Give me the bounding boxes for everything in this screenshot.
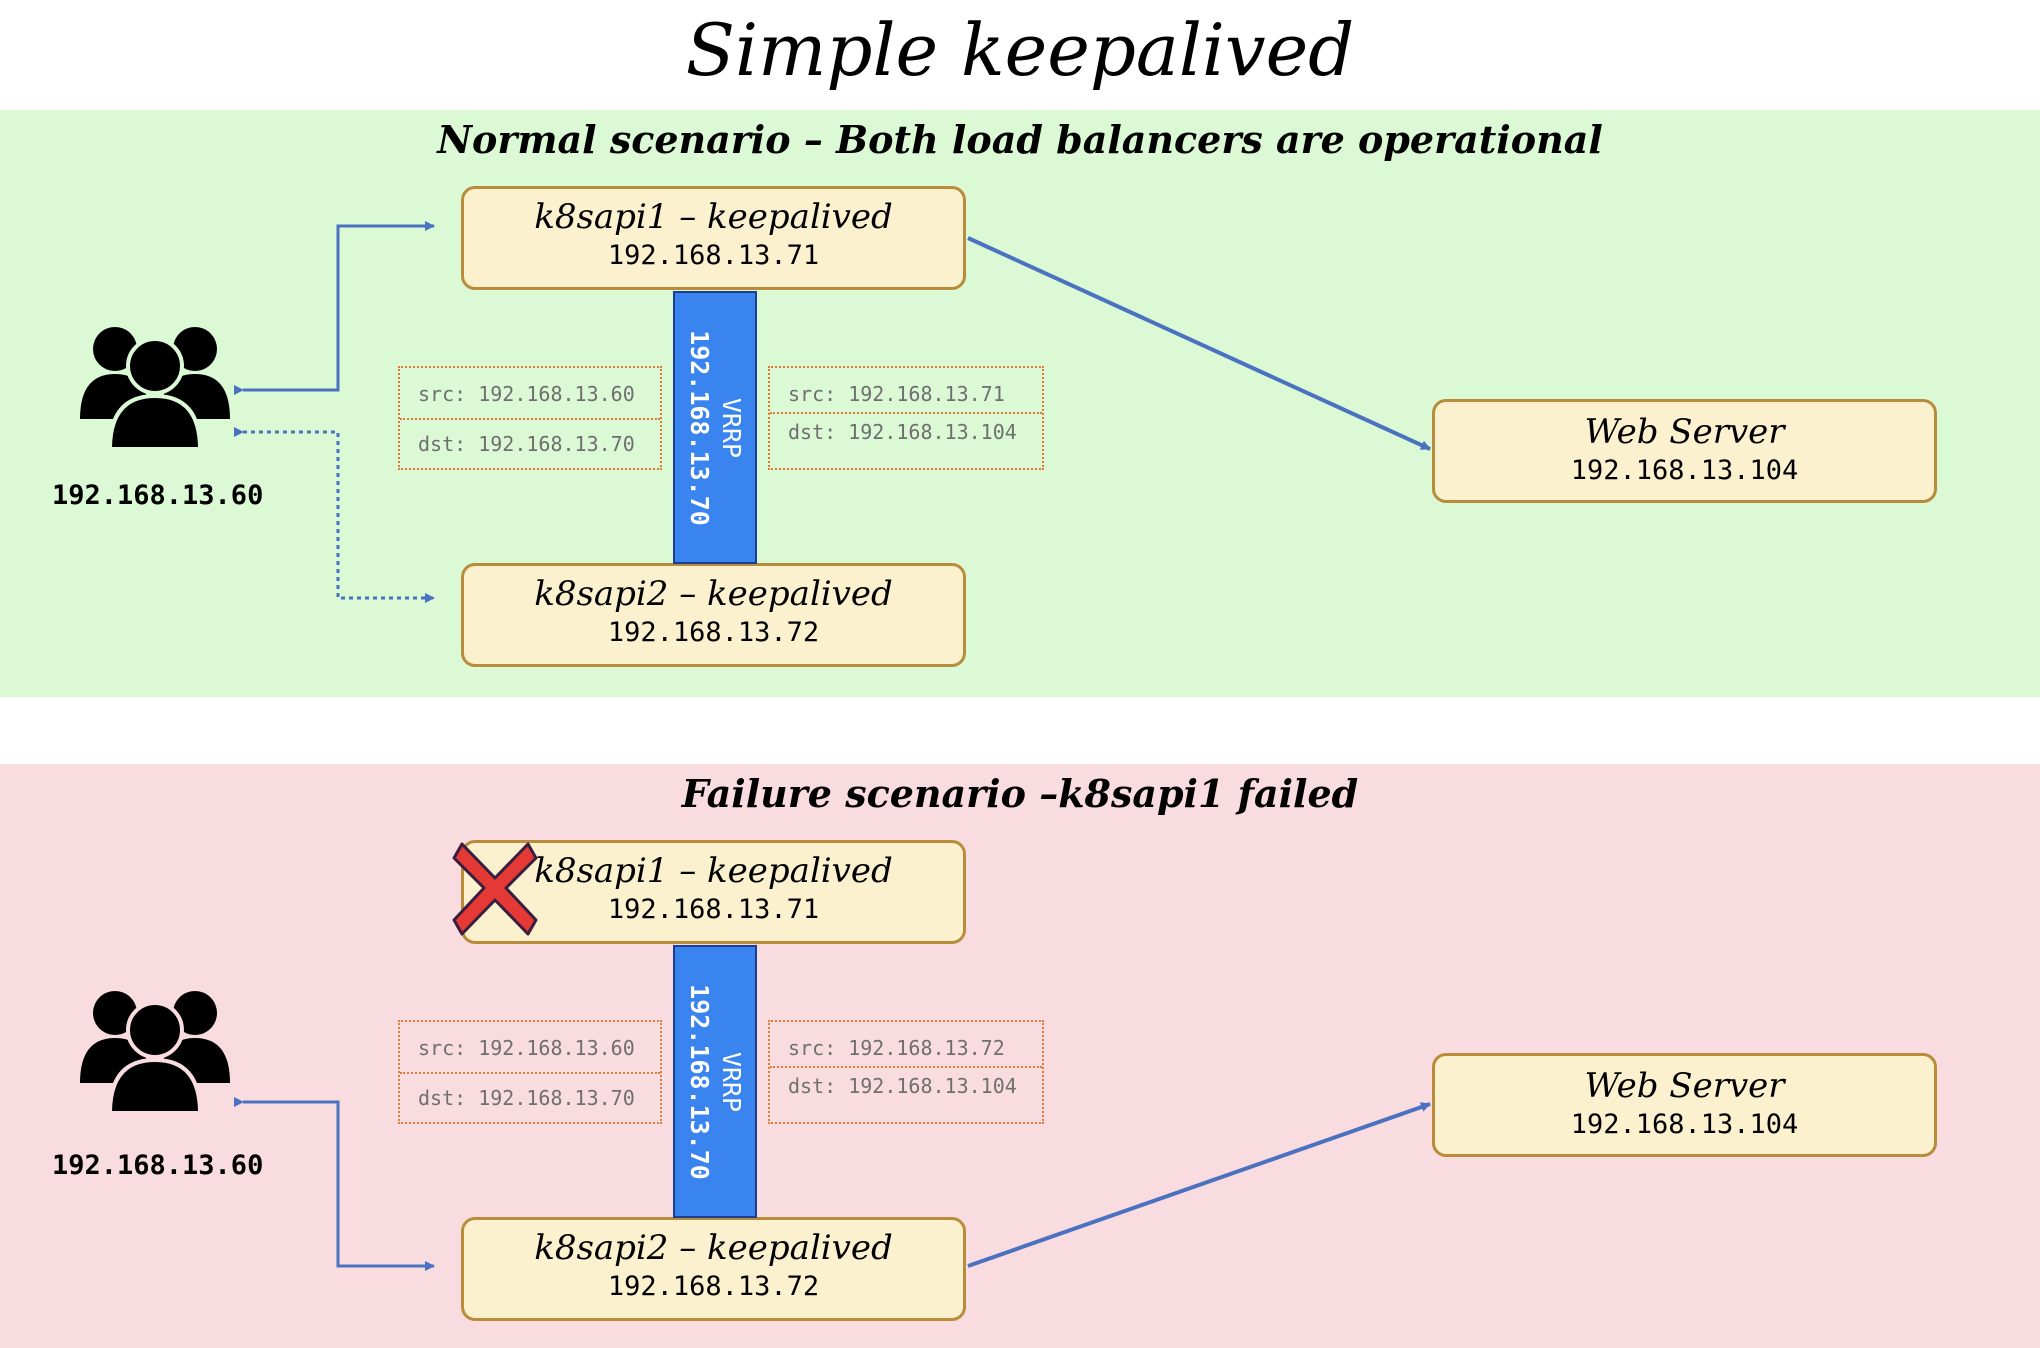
users-group-icon — [80, 991, 230, 1115]
lb2-ip: 192.168.13.72 — [607, 617, 820, 648]
server-packet-box: src: 192.168.13.72 dst: 192.168.13.104 — [768, 1020, 1044, 1124]
client-packet-box: src: 192.168.13.60 dst: 192.168.13.70 — [398, 366, 662, 470]
lb1-client-link — [234, 221, 435, 395]
red-x-icon — [452, 842, 538, 936]
failure-connectors — [234, 1097, 1431, 1271]
lb1-node-failed: k8sapi1 – keepalived 192.168.13.71 — [461, 840, 966, 944]
lb2-node: k8sapi2 – keepalived 192.168.13.72 — [461, 1217, 966, 1321]
diagram-title: Simple keepalived — [685, 8, 1355, 92]
web-server-node: Web Server 192.168.13.104 — [1432, 1053, 1937, 1157]
lb1-name: k8sapi1 – keepalived — [534, 197, 893, 237]
users-group-icon — [80, 327, 230, 451]
lb2-to-webserver-arrow — [967, 1102, 1431, 1268]
packet-divider — [400, 1072, 660, 1074]
lb2-name: k8sapi2 – keepalived — [534, 1228, 893, 1268]
normal-scenario-heading: Normal scenario – Both load balancers ar… — [437, 117, 1603, 162]
client-ip: 192.168.13.60 — [52, 1150, 264, 1181]
lb2-name: k8sapi2 – keepalived — [534, 574, 893, 614]
web-server-name: Web Server — [1584, 412, 1785, 452]
lb2-ip: 192.168.13.72 — [607, 1271, 820, 1302]
failure-scenario-heading: Failure scenario –k8sapi1 failed — [681, 771, 1359, 816]
web-server-node: Web Server 192.168.13.104 — [1432, 399, 1937, 503]
server-packet-src: src: 192.168.13.72 — [788, 1036, 1005, 1060]
lb1-node: k8sapi1 – keepalived 192.168.13.71 — [461, 186, 966, 290]
web-server-ip: 192.168.13.104 — [1570, 1109, 1799, 1140]
normal-scenario-panel: Normal scenario – Both load balancers ar… — [0, 110, 2040, 697]
lb1-name: k8sapi1 – keepalived — [534, 851, 893, 891]
lb1-to-webserver-arrow — [967, 236, 1431, 451]
client-packet-dst: dst: 192.168.13.70 — [418, 432, 635, 456]
lb2-client-link — [234, 1097, 435, 1271]
client-ip: 192.168.13.60 — [52, 480, 264, 511]
server-packet-src: src: 192.168.13.71 — [788, 382, 1005, 406]
server-packet-box: src: 192.168.13.71 dst: 192.168.13.104 — [768, 366, 1044, 470]
lb1-ip: 192.168.13.71 — [607, 894, 820, 925]
client-packet-dst: dst: 192.168.13.70 — [418, 1086, 635, 1110]
web-server-name: Web Server — [1584, 1066, 1785, 1106]
vrrp-virtual-ip-bar: VRRP 192.168.13.70 — [673, 291, 757, 564]
client-packet-box: src: 192.168.13.60 dst: 192.168.13.70 — [398, 1020, 662, 1124]
client-packet-src: src: 192.168.13.60 — [418, 1036, 635, 1060]
server-packet-dst: dst: 192.168.13.104 — [788, 420, 1017, 444]
web-server-ip: 192.168.13.104 — [1570, 455, 1799, 486]
server-packet-dst: dst: 192.168.13.104 — [788, 1074, 1017, 1098]
client-packet-src: src: 192.168.13.60 — [418, 382, 635, 406]
failure-scenario-panel: Failure scenario –k8sapi1 failed 192.168… — [0, 764, 2040, 1348]
lb1-ip: 192.168.13.71 — [607, 240, 820, 271]
packet-divider — [400, 418, 660, 420]
normal-connectors — [234, 221, 1431, 603]
lb2-node: k8sapi2 – keepalived 192.168.13.72 — [461, 563, 966, 667]
lb2-client-standby-link — [234, 427, 435, 603]
packet-divider — [770, 412, 1042, 414]
vrrp-virtual-ip-bar: VRRP 192.168.13.70 — [673, 945, 757, 1218]
packet-divider — [770, 1066, 1042, 1068]
